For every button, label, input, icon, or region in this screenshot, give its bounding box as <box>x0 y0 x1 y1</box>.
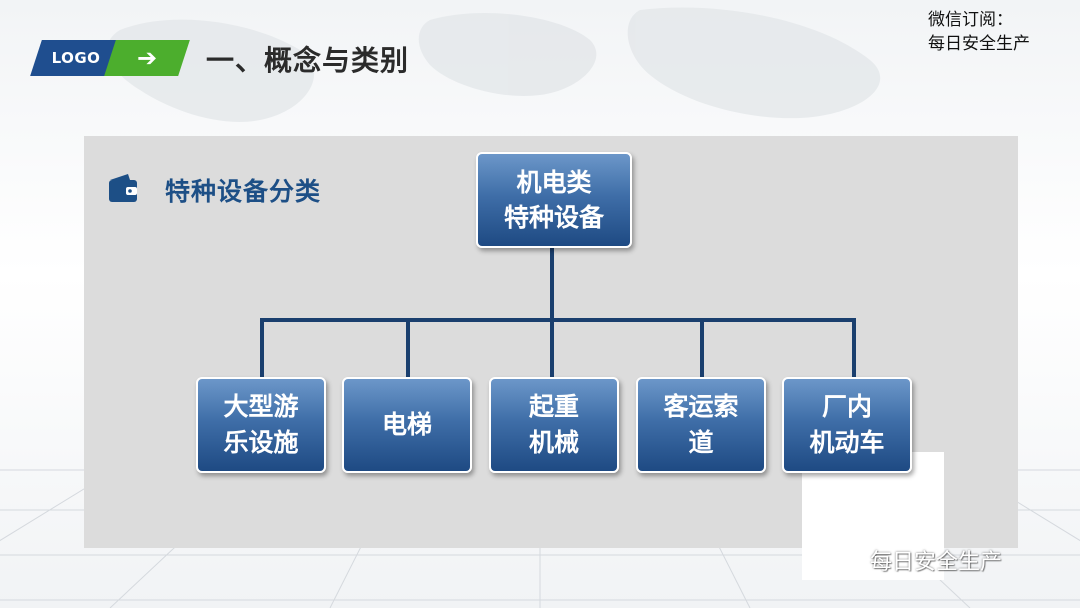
diagram-root-node: 机电类 特种设备 <box>476 152 632 248</box>
root-node-line2: 特种设备 <box>503 203 604 232</box>
wechat-icon <box>829 547 863 572</box>
diagram-child-node: 客运索 道 <box>636 377 766 473</box>
logo-label: LOGO <box>51 49 101 67</box>
white-card-overlay <box>802 452 944 580</box>
wallet-icon <box>109 174 137 202</box>
wechat-subscribe-note: 微信订阅： 每日安全生产 <box>928 8 1030 56</box>
page-title: 一、概念与类别 <box>206 44 410 77</box>
child-node-line1: 厂内 <box>821 392 872 421</box>
diagram-child-node: 起重 机械 <box>489 377 619 473</box>
child-node-line1: 电梯 <box>381 410 432 439</box>
child-node-line1: 客运索 <box>663 392 739 421</box>
root-node-line1: 机电类 <box>516 168 592 197</box>
diagram-child-node: 厂内 机动车 <box>782 377 912 473</box>
wechat-note-line1: 微信订阅： <box>928 10 1013 30</box>
child-node-line2: 乐设施 <box>223 428 299 457</box>
child-node-line2: 机动车 <box>809 428 885 457</box>
arrow-right-icon: ➔ <box>136 44 158 72</box>
child-node-line2: 道 <box>688 428 714 457</box>
section-heading: 特种设备分类 <box>165 177 322 206</box>
diagram-child-node: 电梯 <box>342 377 472 473</box>
diagram-child-node: 大型游 乐设施 <box>196 377 326 473</box>
child-node-line2: 机械 <box>528 428 579 457</box>
wechat-watermark: 每日安全生产 <box>828 544 1002 576</box>
watermark-text: 每日安全生产 <box>870 550 1003 575</box>
wechat-note-line2: 每日安全生产 <box>928 34 1030 54</box>
child-node-line1: 起重 <box>528 392 579 421</box>
child-node-line1: 大型游 <box>223 392 299 421</box>
